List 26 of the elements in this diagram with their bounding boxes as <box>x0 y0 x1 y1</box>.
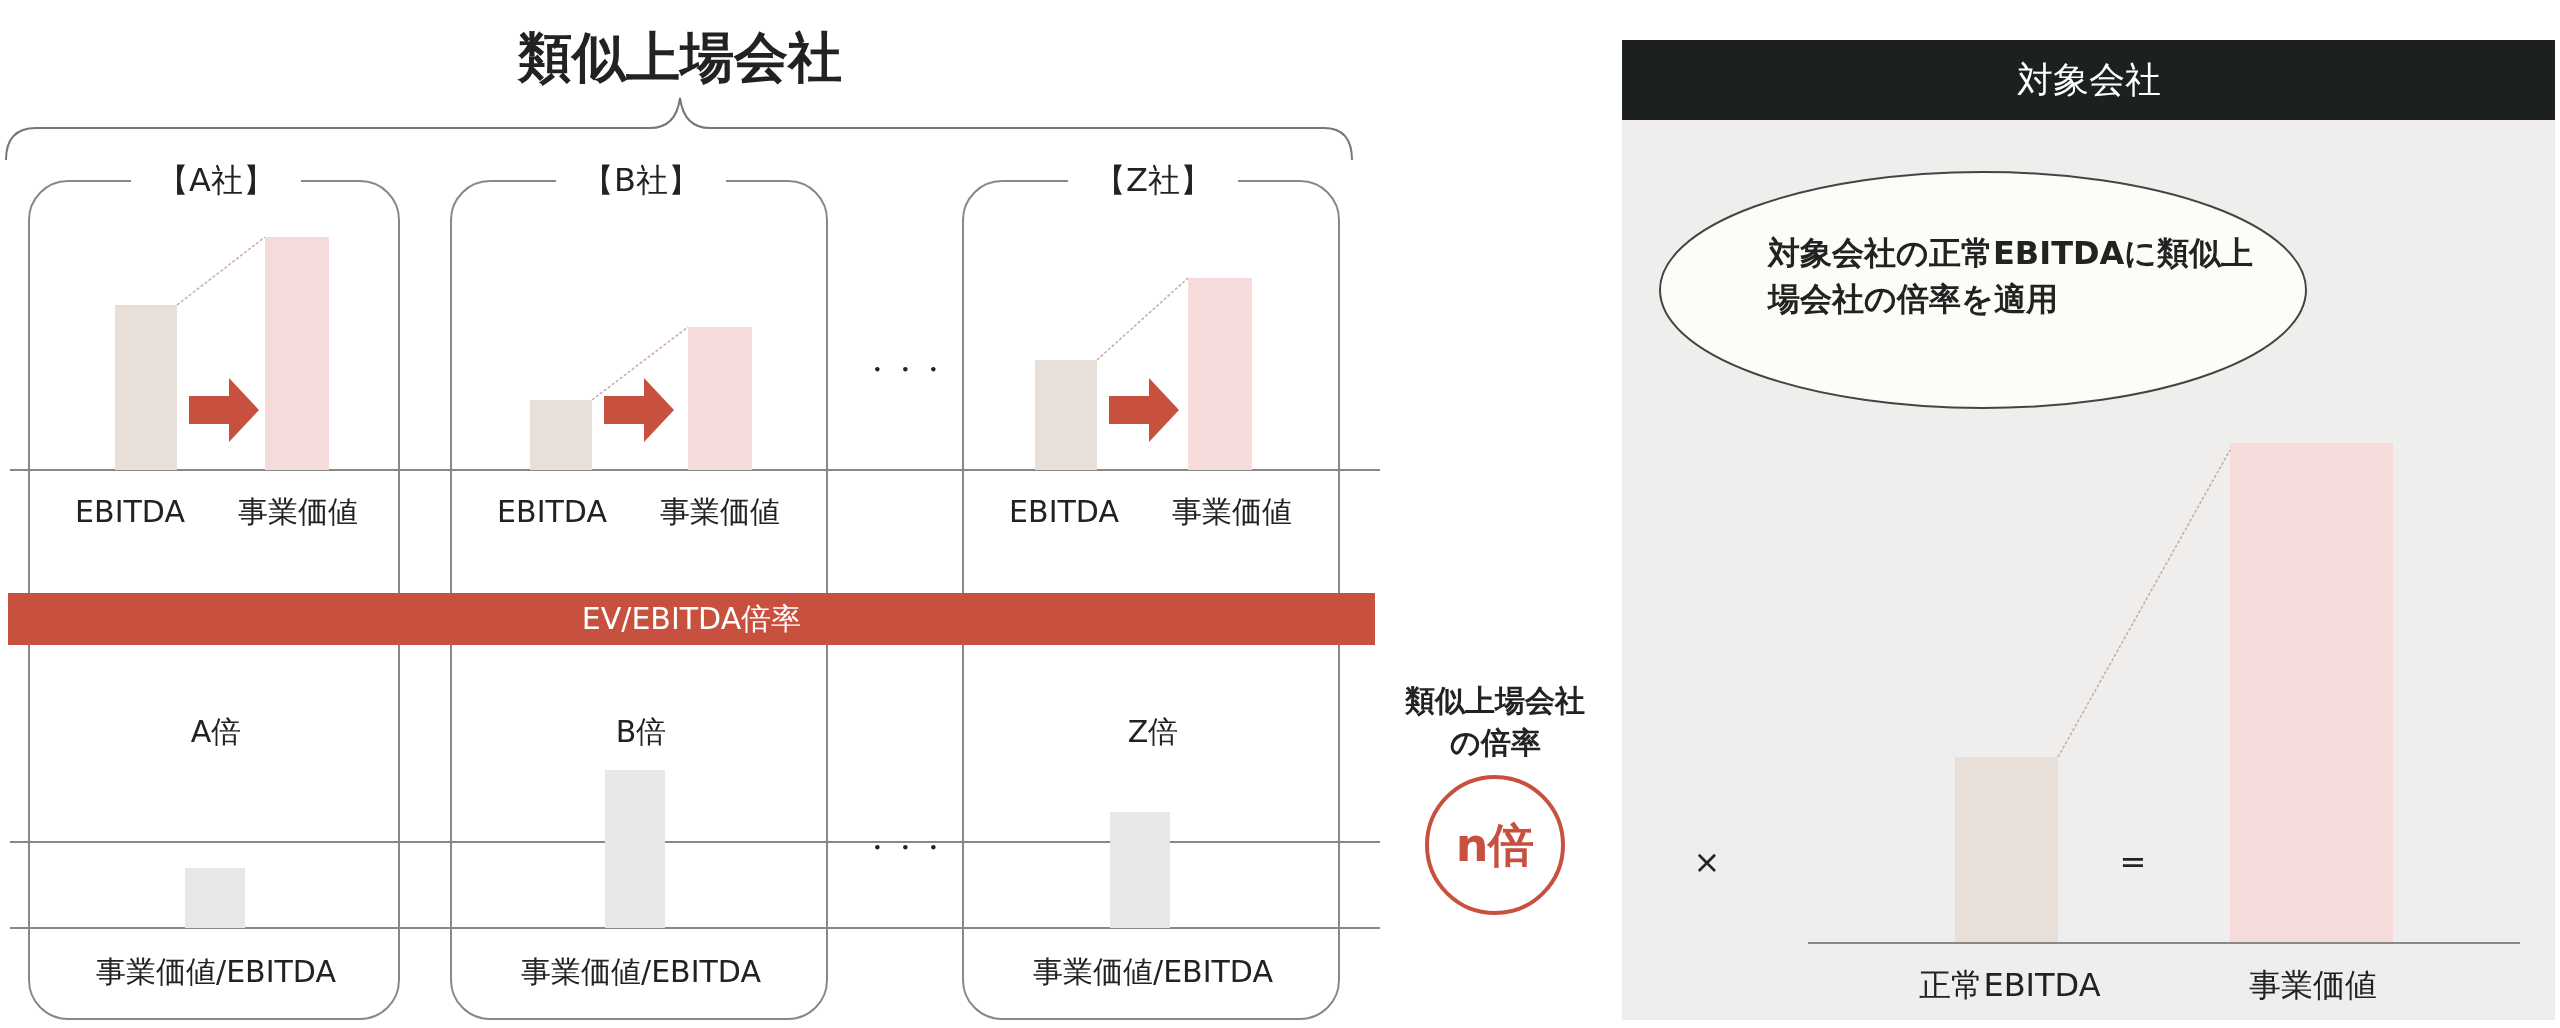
ratio-label: 事業価値/EBITDA <box>95 953 337 991</box>
multiple-label: A倍 <box>189 713 243 751</box>
ratio-label: 事業価値/EBITDA <box>520 953 762 991</box>
circle-caption: 類似上場会社の倍率 <box>1404 682 1586 762</box>
multiple-label: B倍 <box>614 713 668 751</box>
bar-label: 事業価値 <box>659 493 781 531</box>
bar-label: 事業価値 <box>1171 493 1293 531</box>
bar-label: 正常EBITDA <box>1918 965 2102 1006</box>
bar-label: EBITDA <box>496 493 608 531</box>
multiple-label: Z倍 <box>1126 713 1180 751</box>
bar-label: EBITDA <box>1008 493 1120 531</box>
ellipsis-dots: ・・・ <box>862 830 948 866</box>
ellipsis-dots: ・・・ <box>862 352 948 388</box>
bar-label: 事業価値 <box>2248 965 2378 1006</box>
ratio-label: 事業価値/EBITDA <box>1032 953 1274 991</box>
speech-ellipse <box>1658 170 2308 410</box>
callout-text: 対象会社の正常EBITDAに類似上場会社の倍率を適用 <box>1768 233 2255 320</box>
multiple-band: EV/EBITDA倍率 <box>8 593 1375 645</box>
multiply-sign: × <box>1692 842 1722 883</box>
diagram-title: 類似上場会社 <box>516 25 843 91</box>
multiple-circle: n倍 <box>1425 775 1565 915</box>
bar-label: 事業価値 <box>237 493 359 531</box>
target-panel <box>1622 40 2555 1020</box>
equals-sign: = <box>2118 842 2148 883</box>
panel-header: 対象会社 <box>1622 40 2555 120</box>
bar-label: EBITDA <box>74 493 186 531</box>
